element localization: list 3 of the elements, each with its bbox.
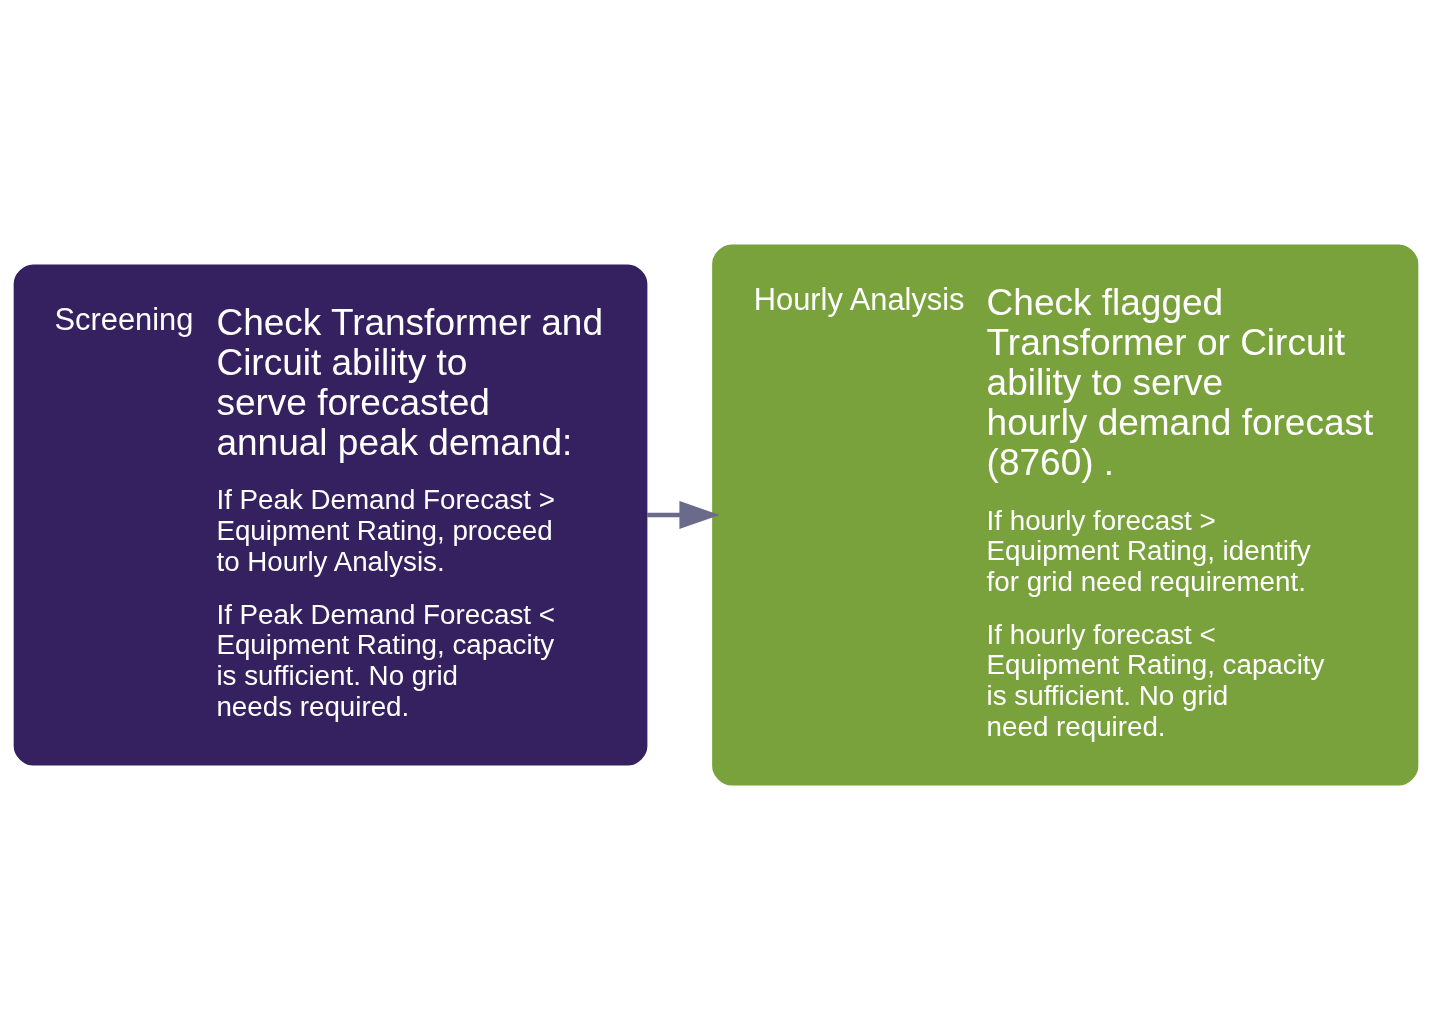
arrow bbox=[647, 500, 720, 530]
node-box: Hourly Analysis Check flagged Transformer or Circuit ability to serve hourly demand forecast (8760) . If hourly forecast > Equipment Rating, identify for grid need requirement. If hourly forecast < Equipment Rating, capacity is sufficient. No grid need required. bbox=[712, 244, 1419, 786]
node-box: Screening Check Transformer and Circuit ability to serve forecasted annual peak demand: If Peak Demand Forecast > Equipment Rating, proceed to Hourly Analysis. If Peak Demand Forecast < Equipment Rating, capacity is sufficient. No grid needs required. bbox=[13, 264, 648, 766]
